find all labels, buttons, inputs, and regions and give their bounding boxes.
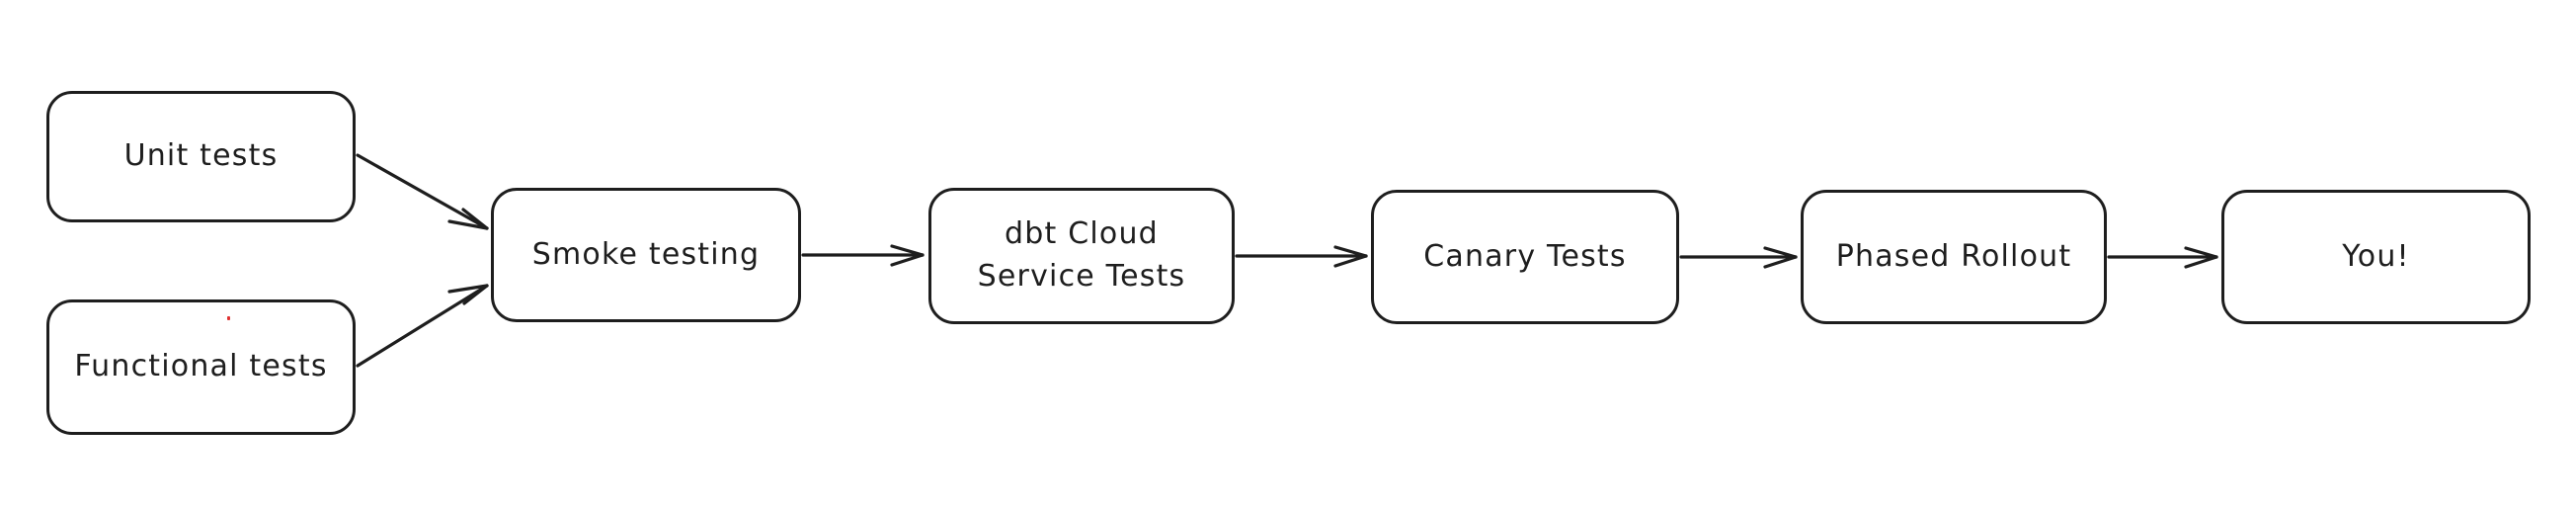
edge-smoke-to-dbt bbox=[801, 244, 925, 267]
node-functional-tests[interactable]: Functional tests bbox=[46, 299, 356, 435]
node-phased-rollout[interactable]: Phased Rollout bbox=[1801, 190, 2107, 324]
node-smoke-testing[interactable]: Smoke testing bbox=[491, 188, 801, 322]
edge-dbt-to-canary bbox=[1235, 245, 1368, 268]
node-dbt-cloud-service-tests-label: dbt Cloud Service Tests bbox=[977, 216, 1186, 294]
node-phased-rollout-label: Phased Rollout bbox=[1835, 238, 2072, 274]
node-dbt-cloud-service-tests[interactable]: dbt Cloud Service Tests bbox=[928, 188, 1235, 324]
node-smoke-testing-label: Smoke testing bbox=[531, 236, 761, 272]
node-unit-tests-label: Unit tests bbox=[123, 138, 279, 174]
edge-canary-to-phased bbox=[1679, 246, 1798, 269]
node-you[interactable]: You! bbox=[2221, 190, 2531, 324]
node-canary-tests[interactable]: Canary Tests bbox=[1371, 190, 1679, 324]
edge-unit-to-smoke bbox=[356, 153, 489, 230]
node-functional-tests-label: Functional tests bbox=[74, 349, 328, 384]
edge-phased-to-you bbox=[2107, 246, 2218, 269]
edge-functional-to-smoke bbox=[356, 284, 489, 368]
node-canary-tests-label: Canary Tests bbox=[1423, 238, 1627, 274]
red-speck-artifact bbox=[227, 316, 230, 320]
node-you-label: You! bbox=[2342, 238, 2410, 274]
node-unit-tests[interactable]: Unit tests bbox=[46, 91, 356, 222]
